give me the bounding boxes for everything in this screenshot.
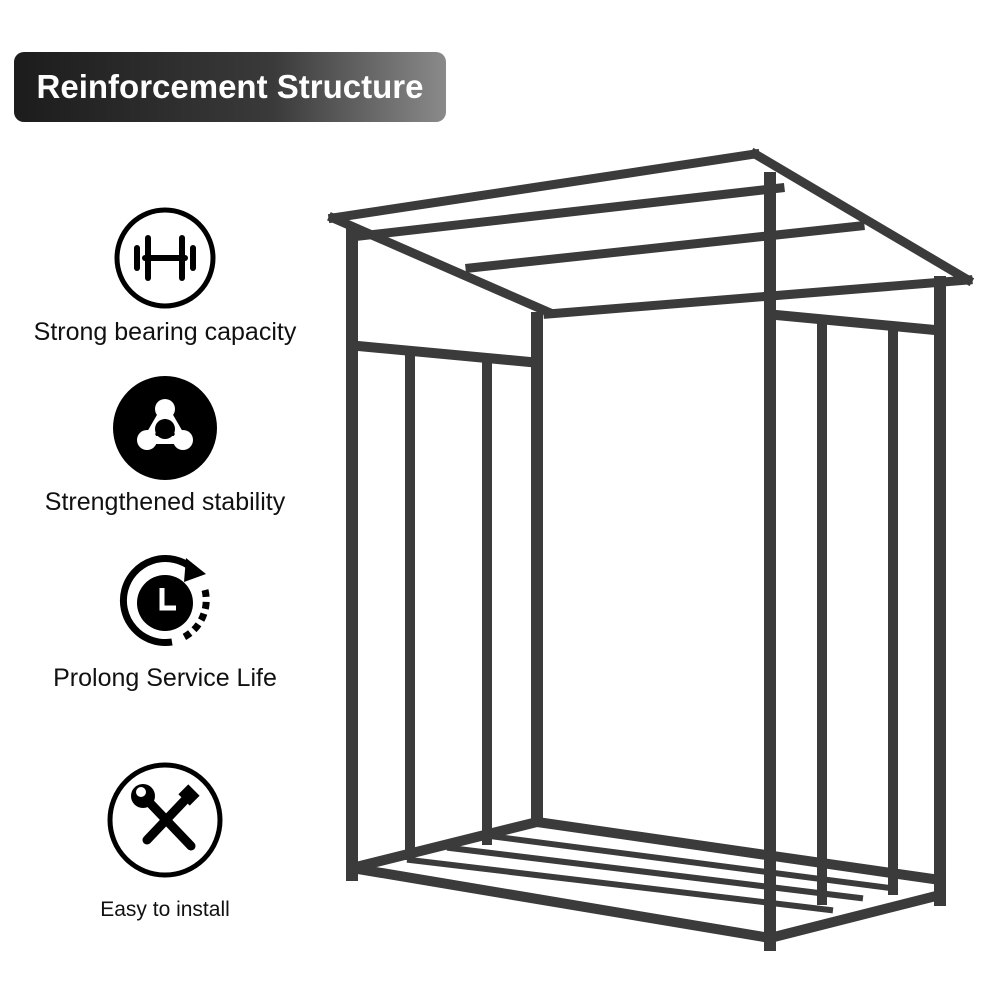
clock-refresh-icon: [119, 555, 210, 646]
feature-stability: Strengthened stability: [0, 376, 340, 517]
feature-label: Strengthened stability: [44, 488, 286, 516]
feature-label: Prolong Service Life: [53, 664, 277, 692]
wrench-screwdriver-icon: [107, 762, 223, 878]
title-banner: Reinforcement Structure: [14, 52, 446, 122]
feature-service-life: Prolong Service Life: [0, 546, 340, 693]
feature-install: Easy to install: [0, 760, 340, 922]
triangle-nodes-icon: [113, 376, 217, 480]
feature-bearing: Strong bearing capacity: [0, 206, 340, 347]
dumbbell-icon: [114, 207, 216, 309]
feature-label: Easy to install: [100, 898, 230, 921]
banner-title: Reinforcement Structure: [36, 68, 424, 105]
feature-label: Strong bearing capacity: [33, 318, 297, 346]
